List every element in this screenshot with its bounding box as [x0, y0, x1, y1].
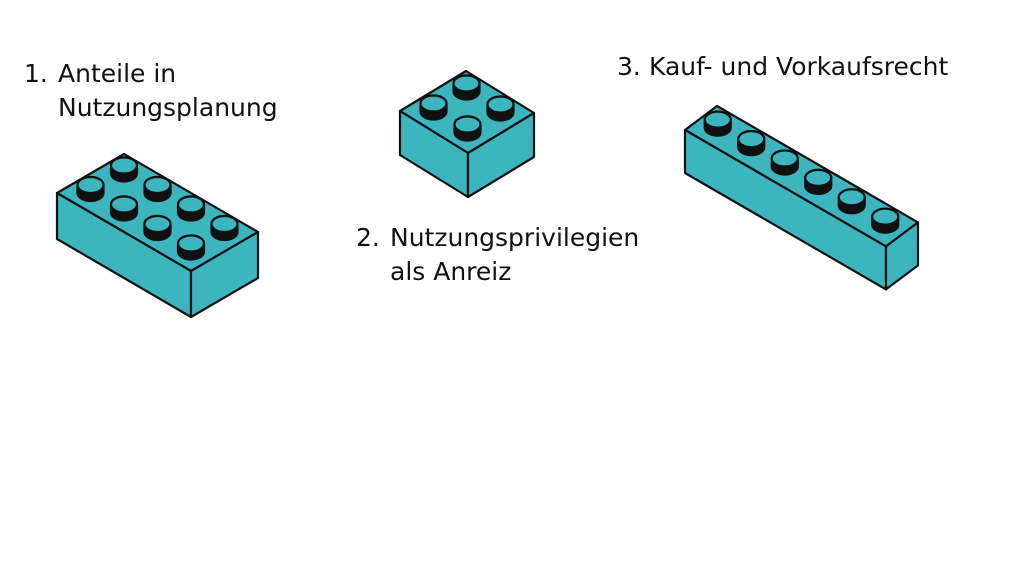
stud-top — [176, 195, 206, 214]
brick-side-face — [466, 111, 536, 199]
brick-stud — [703, 110, 732, 137]
brick-stud — [486, 95, 515, 122]
stud-top — [76, 175, 105, 195]
brick-stud — [804, 168, 833, 195]
label-number: 3. — [617, 52, 641, 81]
brick-stud — [419, 94, 448, 121]
brick-stud — [210, 214, 239, 242]
stud-top — [871, 207, 900, 226]
brick-side-face — [189, 230, 260, 319]
stud-top — [770, 149, 799, 168]
stud-top — [109, 195, 139, 214]
label-line: Nutzungsprivilegien — [390, 223, 640, 252]
brick-stud — [453, 115, 482, 142]
brick-stud — [770, 149, 799, 176]
stud-top — [703, 110, 732, 129]
stud-top — [210, 214, 239, 234]
stud-top — [109, 156, 139, 175]
brick-stud — [109, 156, 139, 183]
label-text: Anteile in Nutzungsplanung — [58, 57, 278, 125]
brick-stud — [76, 175, 105, 203]
stud-top — [419, 94, 448, 113]
label-nutzungsprivilegien: 2. Nutzungsprivilegien als Anreiz — [356, 221, 639, 289]
label-line: Kauf- und Vorkaufsrecht — [649, 52, 949, 81]
stud-top — [143, 175, 172, 195]
stud-top — [486, 95, 515, 114]
stud-top — [143, 214, 172, 234]
stud-top — [837, 188, 866, 207]
brick-stud — [176, 234, 206, 261]
stud-top — [804, 168, 833, 187]
label-line: als Anreiz — [390, 257, 512, 286]
stud-top — [453, 115, 482, 134]
stud-top — [452, 74, 481, 93]
stud-top — [176, 234, 206, 253]
stud-top — [737, 130, 766, 149]
label-text: Nutzungsprivilegien als Anreiz — [390, 221, 639, 289]
label-anteile-in-nutzungsplanung: 1. Anteile in Nutzungsplanung — [24, 57, 278, 125]
label-text: Kauf- und Vorkaufsrecht — [649, 50, 948, 84]
brick-stud — [143, 214, 172, 242]
brick-stud — [109, 195, 139, 222]
label-line: Anteile in — [58, 59, 177, 88]
brick-stud — [143, 175, 172, 203]
label-number: 1. — [24, 59, 48, 88]
brick-stud — [452, 74, 481, 101]
label-kauf-und-vorkaufsrecht: 3. Kauf- und Vorkaufsrecht — [617, 50, 948, 84]
brick-stud — [871, 207, 900, 234]
brick-side-face — [884, 221, 920, 291]
brick-stud — [737, 130, 766, 157]
label-line: Nutzungsplanung — [58, 93, 278, 122]
brick-stud — [837, 188, 866, 215]
brick-stud — [176, 195, 206, 222]
label-number: 2. — [356, 223, 380, 252]
